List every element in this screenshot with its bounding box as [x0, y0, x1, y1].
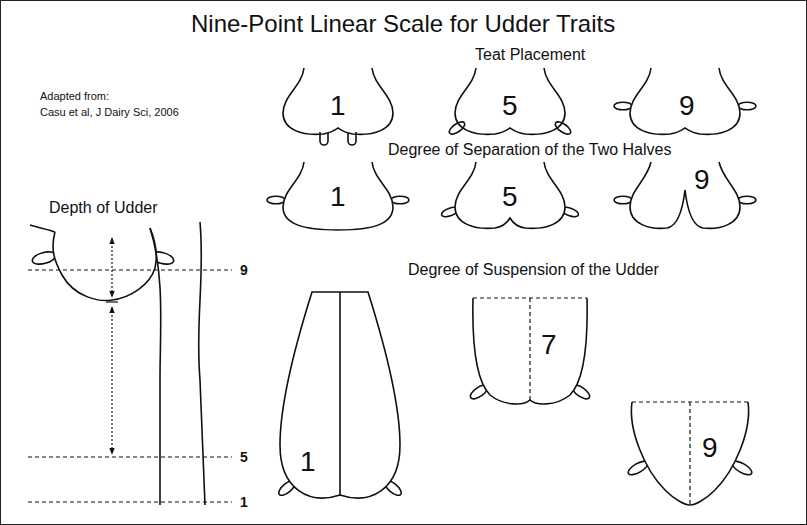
score-number: 9 — [694, 163, 710, 197]
score-number: 9 — [679, 89, 695, 123]
teat-placement-figures — [283, 68, 756, 145]
score-number: 5 — [502, 180, 518, 214]
section-heading: Teat Placement — [475, 45, 585, 64]
section-heading: Depth of Udder — [49, 198, 158, 217]
score-number: 1 — [330, 89, 346, 123]
scale-mark: 9 — [240, 262, 248, 279]
score-number: 1 — [300, 445, 316, 479]
source-note: Casu et al, J Dairy Sci, 2006 — [40, 106, 179, 119]
source-note: Adapted from: — [40, 90, 109, 103]
score-number: 5 — [502, 89, 518, 123]
suspension-figures — [276, 292, 753, 505]
section-heading: Degree of Separation of the Two Halves — [388, 140, 671, 159]
udder-depth-figure — [28, 222, 232, 505]
scale-mark: 1 — [240, 494, 248, 511]
score-number: 9 — [702, 431, 718, 465]
scale-mark: 5 — [240, 449, 248, 466]
score-number: 1 — [330, 180, 346, 214]
section-heading: Degree of Suspension of the Udder — [408, 260, 659, 279]
diagram-title: Nine-Point Linear Scale for Udder Traits — [191, 10, 615, 39]
score-number: 7 — [541, 328, 557, 362]
separation-figures — [267, 162, 756, 230]
